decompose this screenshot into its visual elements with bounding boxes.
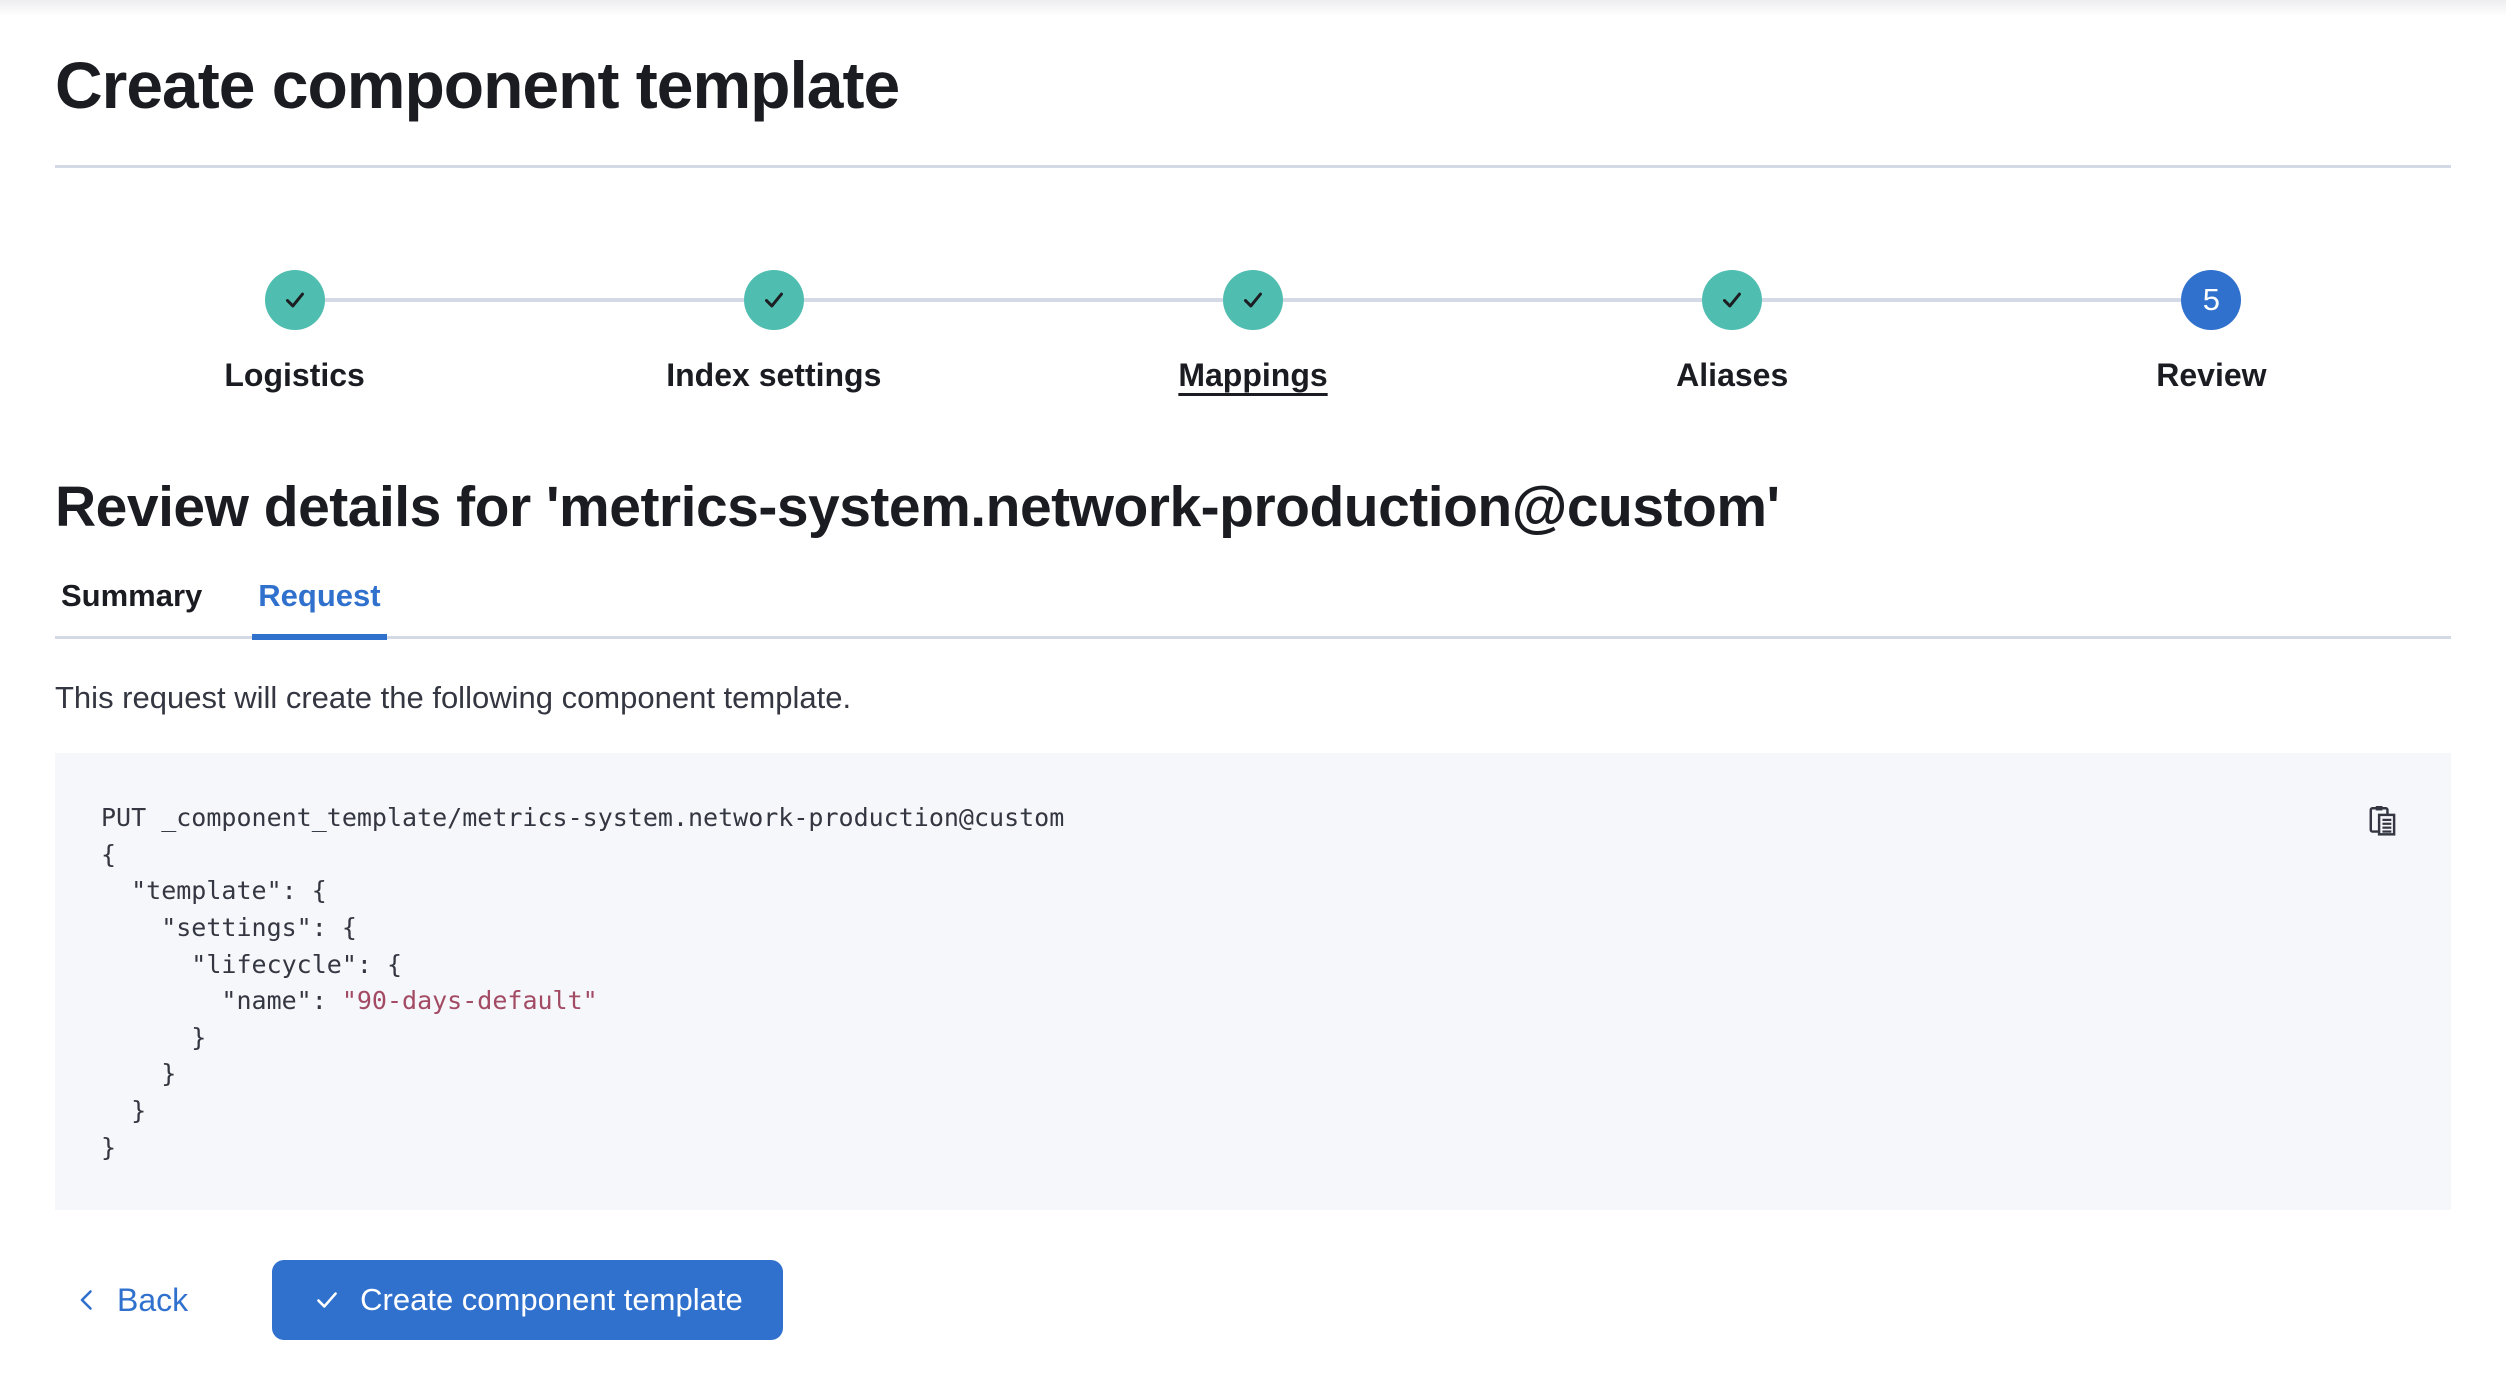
stepper-step-index-settings[interactable]: Index settings [534, 270, 1014, 394]
stepper-step-aliases[interactable]: Aliases [1492, 270, 1973, 394]
request-code-block: PUT _component_template/metrics-system.n… [55, 753, 2451, 1211]
check-icon [764, 292, 783, 308]
code-string-token: "90-days-default" [341, 986, 598, 1016]
step-label: Review [2156, 357, 2267, 394]
page-title-text: Create component template [55, 48, 900, 122]
stepper-step-mappings[interactable]: Mappings [1013, 270, 1493, 394]
copy-button[interactable] [2359, 797, 2407, 845]
step-circle [1223, 270, 1283, 331]
chevron-left-icon [80, 1290, 92, 1310]
back-button-label: Back [117, 1281, 189, 1318]
tab-summary[interactable]: Summary [61, 578, 203, 614]
code-line: } [101, 1022, 207, 1052]
copy-icon [2369, 806, 2396, 836]
check-icon [1244, 292, 1262, 308]
code-line: "lifecycle": { [101, 949, 403, 979]
title-divider [55, 165, 2451, 169]
code-content: PUT _component_template/metrics-system.n… [101, 800, 2403, 1166]
code-line: } [101, 1132, 117, 1162]
review-heading: Review details for 'metrics-system.netwo… [55, 475, 1780, 540]
wizard-footer: Back Create component template [55, 1260, 2451, 1341]
step-circle: 5 [2181, 270, 2242, 331]
stepper-step-review: 5 Review [1971, 270, 2451, 394]
code-line: { [101, 839, 117, 869]
code-line: "settings": { [101, 912, 357, 942]
code-line: "template": { [101, 876, 327, 906]
tabs: Summary Request [55, 578, 2451, 641]
create-component-template-page: Create component template Logistics Inde… [0, 46, 2506, 1341]
step-circle [264, 270, 325, 331]
request-description: This request will create the following c… [55, 680, 852, 716]
create-component-template-button[interactable]: Create component template [272, 1260, 783, 1341]
step-number: 5 [2202, 282, 2221, 318]
window-top-edge [0, 0, 2506, 16]
tab-request[interactable]: Request [252, 578, 387, 641]
check-icon [317, 1292, 337, 1308]
step-label: Mappings [1178, 357, 1328, 394]
check-icon [1723, 292, 1742, 308]
page-title: Create component template [55, 46, 2451, 125]
stepper: Logistics Index settings Mappings Aliase… [55, 270, 2451, 394]
back-button[interactable]: Back [55, 1282, 206, 1319]
step-circle [743, 270, 804, 331]
step-label: Index settings [666, 357, 882, 394]
code-line: PUT _component_template/metrics-system.n… [101, 803, 1065, 833]
step-circle [1702, 270, 1763, 331]
step-label: Aliases [1676, 357, 1789, 394]
code-line: } [101, 1059, 177, 1089]
code-line: "name": "90-days-default" [101, 986, 598, 1016]
step-label: Logistics [224, 357, 365, 394]
stepper-step-logistics[interactable]: Logistics [55, 270, 535, 394]
check-icon [285, 292, 304, 308]
code-line: } [101, 1095, 147, 1125]
create-button-label: Create component template [360, 1282, 743, 1318]
